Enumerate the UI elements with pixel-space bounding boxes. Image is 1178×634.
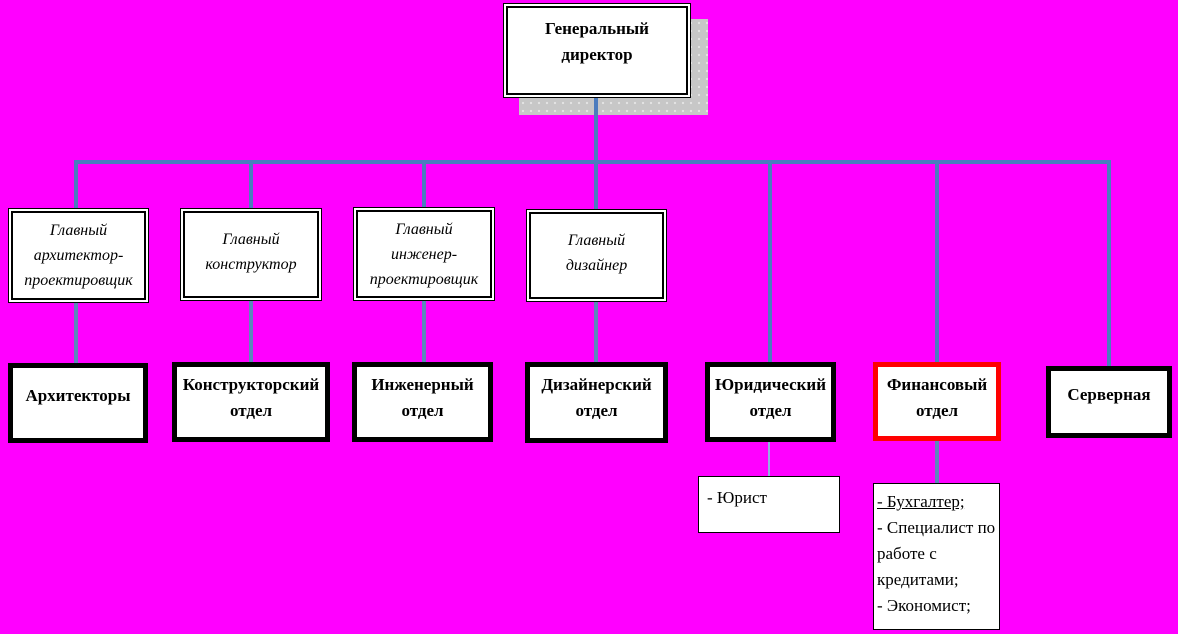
manager-label: Главный архитектор-проектировщик <box>11 211 146 300</box>
connector-legal-to-staff <box>768 442 770 476</box>
connector-engineer-to-dept <box>422 300 426 362</box>
connector-drop-chief-engineer <box>422 162 426 207</box>
manager-box-chief-constructor: Главный конструктор <box>180 208 322 301</box>
department-box-design: Дизайнерский отдел <box>525 362 668 443</box>
ceo-label: Генеральный директор <box>506 6 688 95</box>
connector-drop-legal-dept <box>768 162 772 362</box>
department-box-legal: Юридический отдел <box>705 362 836 442</box>
manager-box-chief-architect: Главный архитектор-проектировщик <box>8 208 149 303</box>
connector-architect-to-architects <box>74 302 78 363</box>
manager-box-chief-engineer: Главный инженер-проектировщик <box>353 207 495 301</box>
department-box-server-room: Серверная <box>1046 366 1172 438</box>
connector-constructor-to-dept <box>249 300 253 362</box>
connector-drop-chief-designer <box>594 162 598 209</box>
manager-box-chief-designer: Главный дизайнер <box>526 209 667 302</box>
manager-label: Главный дизайнер <box>529 212 664 299</box>
connector-horizontal-rail <box>74 160 1111 164</box>
legal-staff-item: - Юрист <box>707 488 767 507</box>
connector-drop-chief-architect <box>74 162 78 208</box>
connector-drop-finance-dept <box>935 162 939 362</box>
finance-staff-item: - Специалист по работе с кредитами; <box>877 518 996 589</box>
connector-drop-chief-constructor <box>249 162 253 208</box>
ceo-box: Генеральный директор <box>503 3 691 98</box>
department-box-construction: Конструкторский отдел <box>172 362 330 442</box>
legal-staff-box: - Юрист <box>698 476 840 533</box>
department-box-finance-highlighted: Финансовый отдел <box>873 362 1001 441</box>
manager-label: Главный конструктор <box>183 211 319 298</box>
department-box-engineering: Инженерный отдел <box>352 362 493 442</box>
connector-drop-server-room <box>1107 162 1111 366</box>
connector-finance-to-staff <box>935 440 939 483</box>
department-box-architects: Архитекторы <box>8 363 148 443</box>
connector-designer-to-dept <box>594 301 598 363</box>
manager-label: Главный инженер-проектировщик <box>356 210 492 298</box>
connector-ceo-vertical <box>594 97 598 164</box>
finance-staff-box: - Бухгалтер; - Специалист по работе с кр… <box>873 483 1000 630</box>
finance-staff-item: - Бухгалтер; <box>877 492 965 511</box>
finance-staff-item: - Экономист; <box>877 596 971 615</box>
